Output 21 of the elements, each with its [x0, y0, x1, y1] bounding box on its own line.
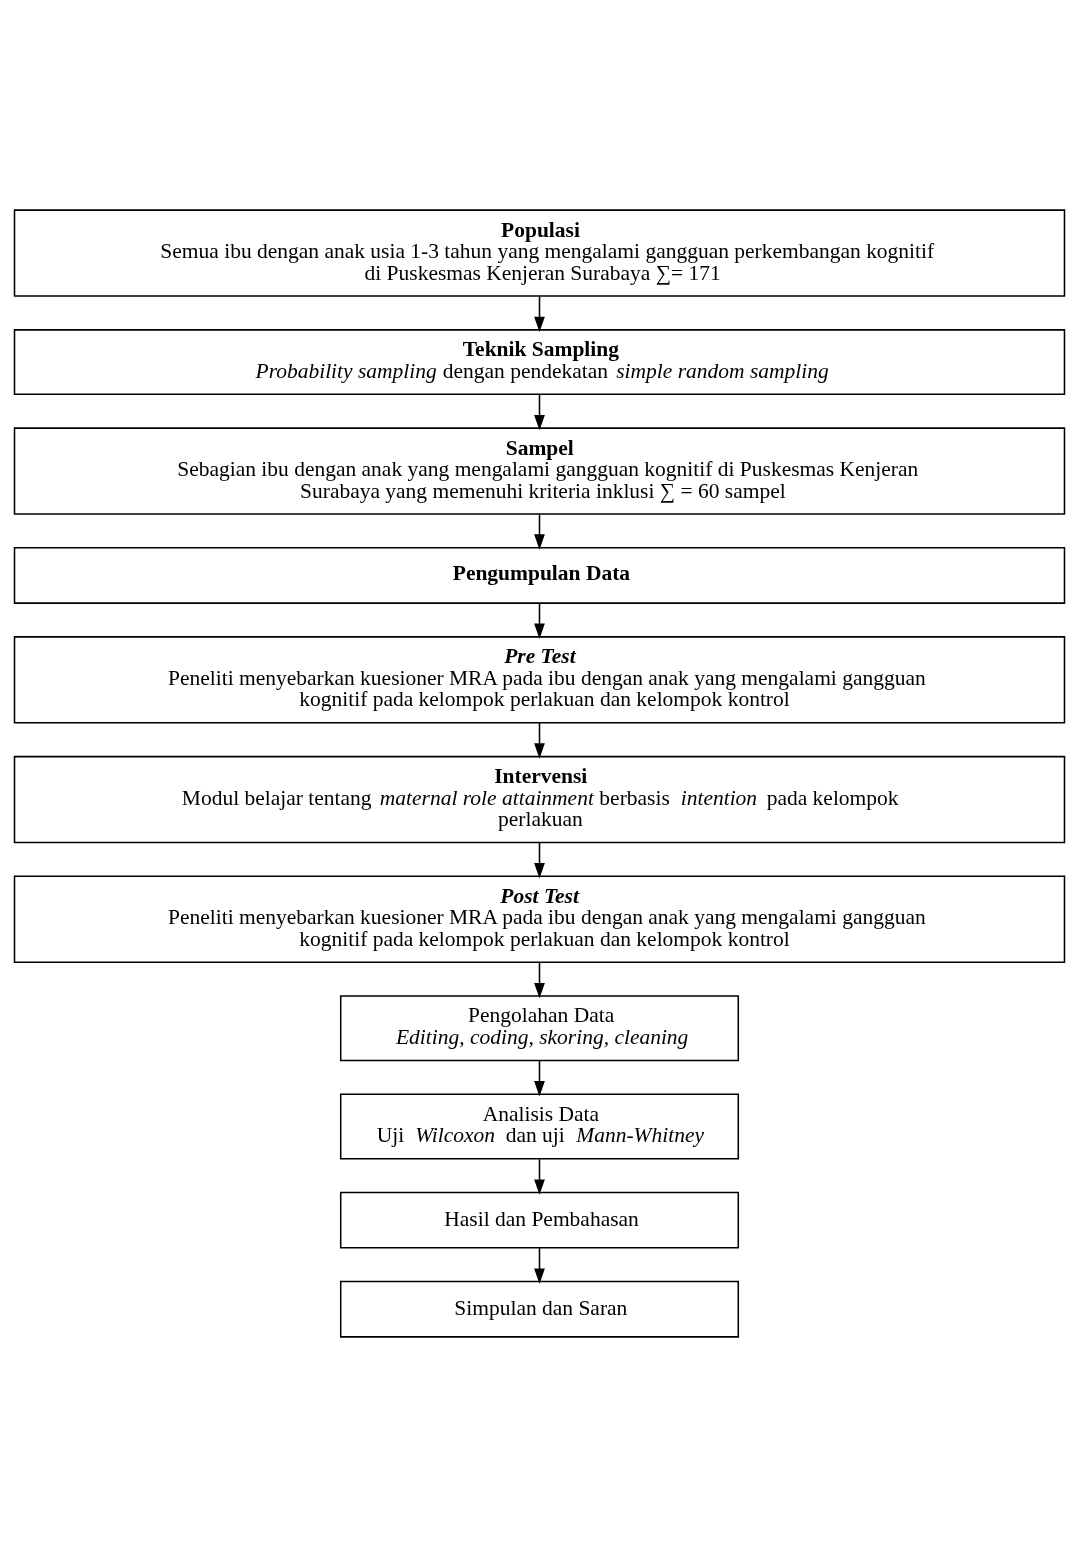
arrow: [534, 1247, 545, 1284]
arrow: [534, 513, 545, 550]
node-box: Intervensi Modul belajar tentang maternal role attainment berbasis intention pada kelompok perlakuan: [13, 755, 1066, 844]
arrow: [534, 394, 545, 431]
arrow: [534, 1060, 545, 1097]
arrow: [534, 1158, 545, 1195]
node-box: Analisis Data Uji Wilcoxon dan uji Mann-Whitney: [339, 1093, 740, 1160]
arrow: [534, 722, 545, 759]
arrow: [534, 841, 545, 879]
node-box: Simpulan dan Saran: [339, 1280, 740, 1338]
node-box: Pengumpulan Data: [13, 547, 1066, 604]
node-box: Populasi Semua ibu dengan anak usia 1-3 tahun yang mengalami gangguan perkembangan kognitif di Puskesmas Kenjeran Surabaya ∑= 171: [13, 209, 1066, 297]
node-box: Teknik Sampling Probability sampling dengan pendekatan simple random sampling: [13, 329, 1066, 396]
node-box: Sampel Sebagian ibu dengan anak yang mengalami gangguan kognitif di Puskesmas Kenjeran Surabaya yang memenuhi kriteria inklusi ∑ = 60 sampel: [13, 427, 1066, 515]
arrow: [534, 961, 545, 999]
arrow: [534, 602, 545, 639]
arrow: [534, 295, 545, 333]
node-box: Pengolahan Data Editing, coding, skoring, cleaning: [339, 995, 740, 1062]
node-box: Hasil dan Pembahasan: [339, 1191, 740, 1249]
node-box: Post Test Peneliti menyebarkan kuesioner MRA pada ibu dengan anak yang mengalami gangguan kognitif pada kelompok perlakuan dan kelompok kontrol: [13, 875, 1066, 964]
node-box: Pre Test Peneliti menyebarkan kuesioner MRA pada ibu dengan anak yang mengalami gangguan kognitif pada kelompok perlakuan dan kelompok kontrol: [13, 636, 1066, 724]
